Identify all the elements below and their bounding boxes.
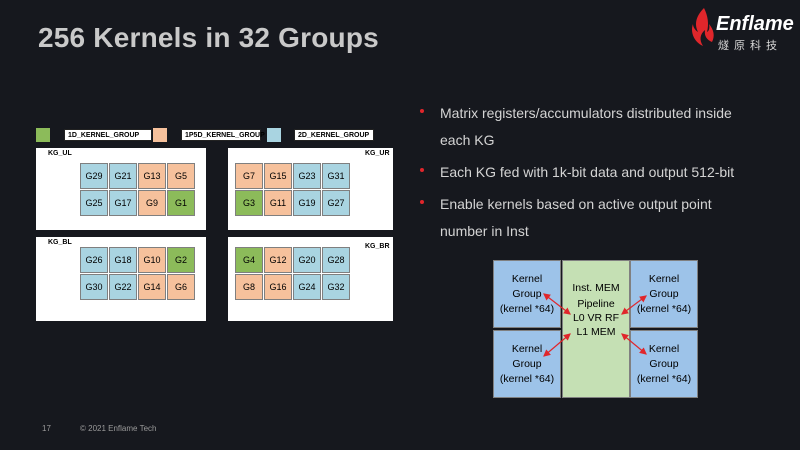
- block-line: Group: [649, 287, 679, 300]
- group-cell: G27: [322, 190, 350, 216]
- group-cell: G5: [167, 163, 195, 189]
- bullet-line: each KG: [440, 132, 495, 148]
- group-cell: G1: [167, 190, 195, 216]
- logo-chinese-name: 燧原科技: [718, 40, 782, 52]
- panel-label: KG_UL: [48, 150, 72, 157]
- group-cell: G30: [80, 274, 108, 300]
- legend-label-1p5d: 1P5D_KERNEL_GROUP: [181, 129, 265, 141]
- group-cell: G13: [138, 163, 166, 189]
- panel-kg-ur: KG_UR G7 G15 G23 G31 G3 G11 G19 G27: [228, 148, 393, 230]
- block-line: Kernel: [648, 342, 680, 355]
- group-cell: G4: [235, 247, 263, 273]
- block-line: Group: [649, 357, 679, 370]
- group-cell: G6: [167, 274, 195, 300]
- panel-label: KG_BL: [48, 239, 72, 246]
- slide-title: 256 Kernels in 32 Groups: [38, 22, 379, 53]
- copyright: © 2021 Enflame Tech: [80, 424, 157, 433]
- group-cell: G28: [322, 247, 350, 273]
- panel-label: KG_UR: [365, 150, 390, 157]
- legend-swatch-1d: [36, 128, 50, 142]
- block-line: (kernel *64): [499, 302, 555, 315]
- group-cell: G17: [109, 190, 137, 216]
- group-cell: G24: [293, 274, 321, 300]
- block-line: Kernel: [511, 272, 543, 285]
- group-cell: G23: [293, 163, 321, 189]
- bidirectional-arrows: [543, 293, 647, 357]
- arrow-tr: [621, 295, 647, 315]
- group-cell: G12: [264, 247, 292, 273]
- center-line-l1: L1 MEM: [576, 326, 616, 338]
- group-cell: G26: [80, 247, 108, 273]
- block-line: Group: [512, 357, 542, 370]
- bullet-line: Matrix registers/accumulators distribute…: [440, 105, 732, 121]
- group-cell: G14: [138, 274, 166, 300]
- arrow-bl: [543, 333, 571, 357]
- group-cell: G3: [235, 190, 263, 216]
- panel-label: KG_BR: [365, 243, 390, 250]
- arrow-tl: [543, 293, 571, 315]
- group-cell: G9: [138, 190, 166, 216]
- panel-kg-br: KG_BR G4 G12 G20 G28 G8 G16 G24 G32: [228, 237, 393, 321]
- group-cell: G11: [264, 190, 292, 216]
- center-line-l0: L0 VR RF: [572, 312, 620, 324]
- group-cell: G2: [167, 247, 195, 273]
- page-number: 17: [42, 424, 51, 433]
- center-line-inst-mem: Inst. MEM: [572, 282, 620, 294]
- bullet-line: number in Inst: [440, 223, 529, 239]
- group-cell: G10: [138, 247, 166, 273]
- block-line: Group: [512, 287, 542, 300]
- group-cell: G32: [322, 274, 350, 300]
- bullet-text: Matrix registers/accumulators distribute…: [440, 100, 785, 154]
- bullet-dot-icon: [420, 109, 424, 113]
- center-line-pipeline: Pipeline: [577, 298, 615, 310]
- flame-logo-icon: [692, 8, 714, 46]
- group-cell: G21: [109, 163, 137, 189]
- company-logo: Enflame 燧原科技: [690, 6, 794, 56]
- group-cell: G22: [109, 274, 137, 300]
- group-cell: G19: [293, 190, 321, 216]
- arrow-br: [621, 333, 647, 355]
- group-cell: G29: [80, 163, 108, 189]
- group-cell: G20: [293, 247, 321, 273]
- group-cell: G18: [109, 247, 137, 273]
- legend-label-2d: 2D_KERNEL_GROUP: [294, 129, 374, 141]
- block-line: (kernel *64): [636, 302, 692, 315]
- legend-swatch-1p5d: [153, 128, 167, 142]
- legend-label-1d: 1D_KERNEL_GROUP: [64, 129, 152, 141]
- bullet-dot-icon: [420, 200, 424, 204]
- panel-kg-ul: KG_UL G29 G21 G13 G5 G25 G17 G9 G1: [36, 148, 206, 230]
- logo-wordmark: Enflame: [716, 13, 794, 35]
- group-cell: G8: [235, 274, 263, 300]
- panel-kg-bl: KG_BL G26 G18 G10 G2 G30 G22 G14 G6: [36, 237, 206, 321]
- group-cell: G7: [235, 163, 263, 189]
- bullet-line: Enable kernels based on active output po…: [440, 196, 712, 212]
- shared-memory-block: Inst. MEM Pipeline L0 VR RF L1 MEM: [562, 260, 630, 398]
- bullet-text: Enable kernels based on active output po…: [440, 191, 785, 245]
- bullet-dot-icon: [420, 168, 424, 172]
- group-cell: G31: [322, 163, 350, 189]
- block-line: Kernel: [648, 272, 680, 285]
- group-cell: G15: [264, 163, 292, 189]
- bullet-text: Each KG fed with 1k-bit data and output …: [440, 159, 785, 186]
- block-line: (kernel *64): [636, 372, 692, 385]
- group-cell: G25: [80, 190, 108, 216]
- bullet-line: Each KG fed with 1k-bit data and output …: [440, 164, 735, 180]
- block-line: Kernel: [511, 342, 543, 355]
- group-cell: G16: [264, 274, 292, 300]
- block-line: (kernel *64): [499, 372, 555, 385]
- legend-swatch-2d: [267, 128, 281, 142]
